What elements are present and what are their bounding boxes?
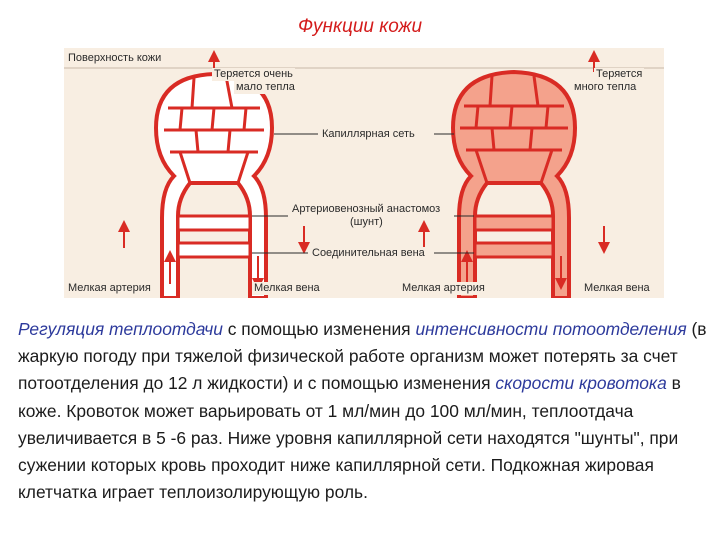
skin-diagram: Поверхность кожи Теряется очень мало теп… [64,48,664,298]
left-vein-label: Мелкая вена [252,282,322,295]
term-blood-flow-speed: скорости кровотока [495,373,667,394]
text-fragment: в коже. Кровоток может варьировать от 1 … [18,373,681,503]
connecting-vein-label: Соединительная вена [310,247,427,260]
left-heat-loss-line2: мало тепла [234,81,297,94]
capillary-network-label: Капиллярная сеть [320,128,417,141]
text-fragment: с помощью изменения [222,319,416,339]
right-heat-loss-line2: много тепла [572,81,639,94]
right-vessel-loop [418,50,610,298]
right-heat-loss-line1: Теряется [594,68,645,81]
term-heat-regulation: Регуляция теплоотдачи [18,319,223,339]
shunt-label-line2: (шунт) [348,216,385,229]
left-heat-loss-line1: Теряется очень [212,68,295,81]
term-sweat-intensity: интенсивности потоотделения [415,319,687,339]
right-vein-label: Мелкая вена [582,282,652,295]
left-artery-label: Мелкая артерия [66,282,153,295]
right-artery-label: Мелкая артерия [400,282,487,295]
shunt-label-line1: Артериовенозный анастомоз [290,203,443,216]
text-fragment: (в жаркую погоду при тяжелой физической … [18,319,707,394]
left-vessel-loop [118,50,310,298]
page-title: Функции кожи [297,16,423,37]
surface-label: Поверхность кожи [66,52,164,65]
description-text: Регуляция теплоотдачи с помощью изменени… [18,316,708,506]
diagram-graphic [64,50,664,298]
